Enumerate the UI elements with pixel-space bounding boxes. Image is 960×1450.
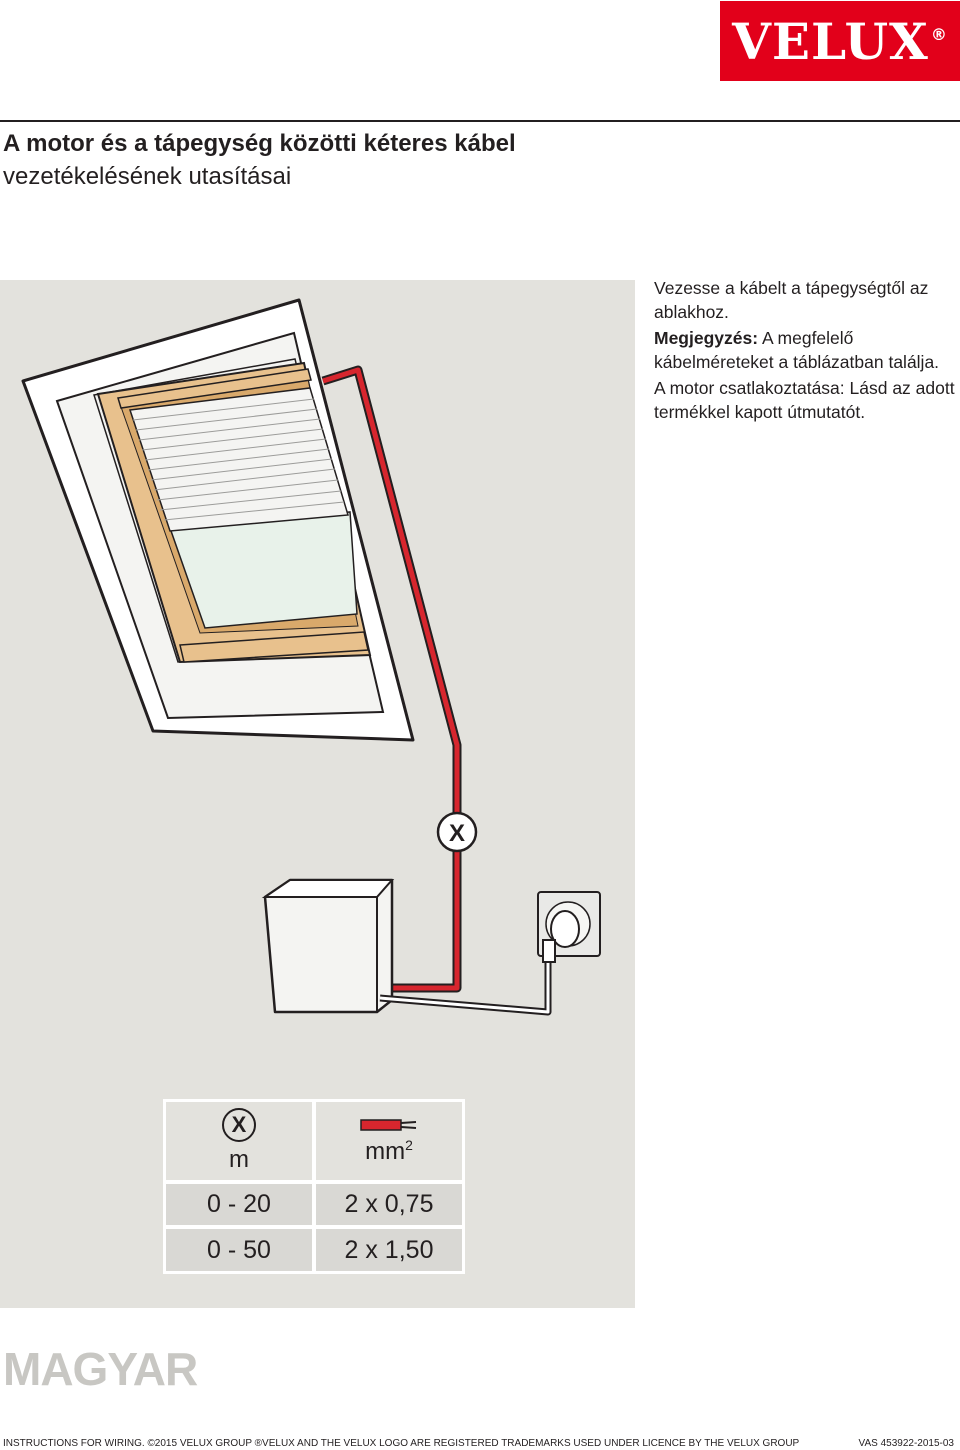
blind-top-rail xyxy=(117,368,312,409)
cable-icon xyxy=(360,1118,417,1131)
table-header-length: X m xyxy=(166,1102,312,1180)
table-unit-mm2: mm2 xyxy=(365,1137,413,1166)
power-supply-top xyxy=(261,879,395,898)
table-cell-section-1: 2 x 0,75 xyxy=(316,1184,462,1225)
instruction-motor-connection: A motor csatlakoztatása: Lásd az adott t… xyxy=(654,378,955,422)
wiring-illustration: X xyxy=(21,298,601,1016)
mains-cable-outline xyxy=(379,950,552,1016)
cable-size-table: X m mm2 0 - 20 2 x 0,75 0 - 50 2 x 1,50 xyxy=(163,1099,465,1274)
instruction-route-cable: Vezesse a kábelt a tápegységtől az ablak… xyxy=(654,278,929,322)
blind-pleats xyxy=(132,398,345,521)
table-unit-m: m xyxy=(229,1146,249,1173)
table-x-symbol: X xyxy=(222,1108,256,1142)
footer-copyright: INSTRUCTIONS FOR WIRING. ©2015 VELUX GRO… xyxy=(3,1438,800,1449)
title-line-2: vezetékelésének utasításai xyxy=(3,163,292,190)
plug-strain-relief xyxy=(542,939,556,963)
note-text: A megfelelő kábelméreteket a táblázatban… xyxy=(654,328,940,372)
mains-plug xyxy=(550,910,580,948)
window-bottom-rail xyxy=(179,631,369,663)
marker-x-label: X xyxy=(449,820,465,847)
footer-document-code: VAS 453922-2015-03 xyxy=(858,1438,954,1449)
logo-text: VELUX xyxy=(732,11,929,71)
instructions-text: Vezesse a kábelt a tápegységtől az ablak… xyxy=(654,276,960,426)
logo-registered-mark: ® xyxy=(930,24,948,44)
table-cell-section-2: 2 x 1,50 xyxy=(316,1229,462,1271)
power-supply-unit xyxy=(263,878,394,1014)
table-cell-length-1: 0 - 20 xyxy=(166,1184,312,1225)
two-wire-cable xyxy=(322,367,460,991)
mains-cable xyxy=(379,950,550,1014)
table-cell-length-2: 0 - 50 xyxy=(166,1229,312,1271)
cable-length-marker xyxy=(436,811,478,853)
title-line-1: A motor és a tápegység közötti kéteres k… xyxy=(3,130,516,157)
header-rule xyxy=(0,120,960,122)
velux-logo: VELUX® xyxy=(720,1,960,81)
table-header-section: mm2 xyxy=(316,1102,462,1180)
language-label: MAGYAR xyxy=(3,1343,198,1395)
unit-superscript: 2 xyxy=(405,1136,413,1153)
instruction-note: Megjegyzés: A megfelelő kábelméreteket a… xyxy=(654,326,960,374)
note-label: Megjegyzés: xyxy=(654,328,759,348)
unit-mm: mm xyxy=(365,1137,406,1165)
page-title: A motor és a tápegység közötti kéteres k… xyxy=(3,127,643,193)
